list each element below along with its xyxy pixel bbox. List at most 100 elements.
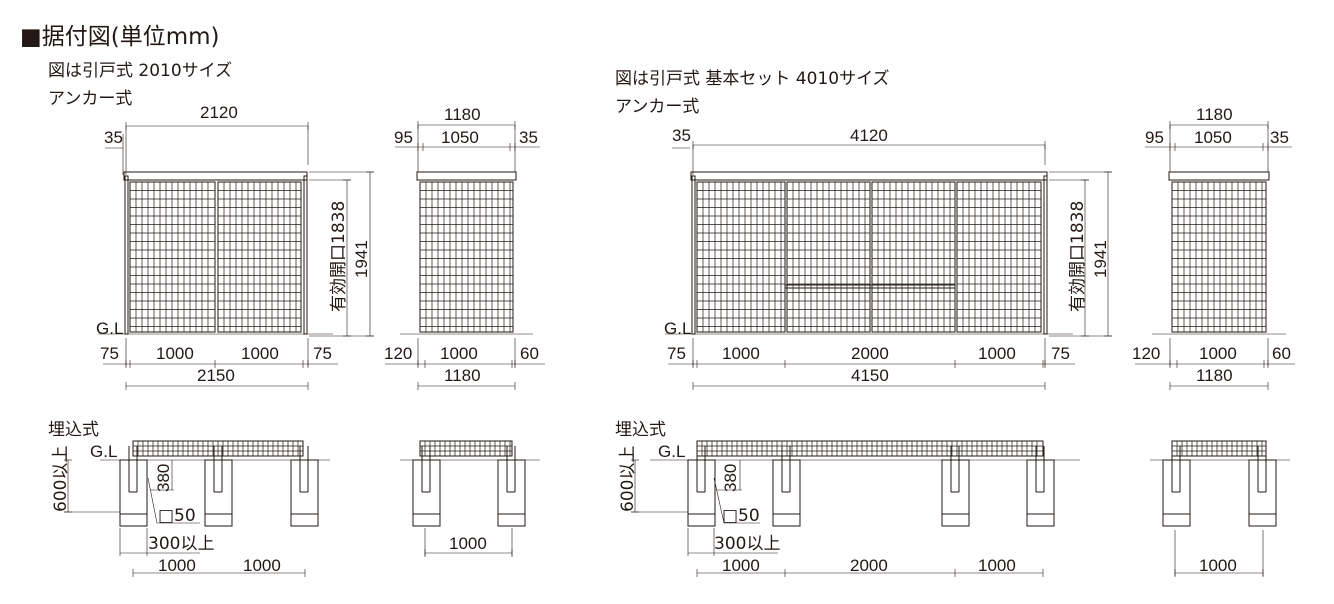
dim-label: 有効開口1838 — [1068, 201, 1088, 312]
dim-label: 1000 — [440, 344, 478, 363]
dim-label: 1000 — [722, 344, 760, 363]
dim-label: 35 — [1270, 128, 1289, 147]
post — [691, 175, 696, 335]
dim-label: 1000 — [449, 534, 487, 553]
footing-base — [772, 513, 801, 527]
dim-label: 600以上 — [618, 446, 638, 512]
buried-mesh — [419, 440, 513, 457]
concrete-footing — [941, 459, 970, 515]
concrete-footing — [687, 459, 716, 515]
dim-label: 1180 — [1196, 105, 1233, 124]
dim-label: 4150 — [851, 366, 889, 385]
dim-label: 35 — [672, 126, 691, 145]
rail-bar — [784, 284, 956, 289]
gate-panel — [696, 181, 786, 333]
dim-label: 1050 — [441, 128, 479, 147]
footing-base — [1248, 513, 1277, 527]
dim-label: 2150 — [197, 366, 235, 385]
concrete-footing — [497, 459, 526, 515]
footing-base — [119, 513, 148, 527]
dim-label: 1180 — [1196, 366, 1233, 385]
drawing-geometry — [64, 121, 1295, 577]
dim-label: 380 — [721, 464, 740, 492]
left-front-dimensions: 35 2120 有効開口1838 1941 G.L 75 1000 1000 7… — [96, 103, 371, 385]
concrete-footing — [1026, 459, 1055, 515]
left-anchor-label: アンカー式 — [48, 89, 132, 109]
buried-mesh — [696, 440, 1044, 457]
dim-label: 1000 — [156, 344, 194, 363]
right-buried-dimensions: 埋込式 G.L 600以上 380 □50 300以上 1000 2000 10… — [615, 420, 1237, 575]
top-rail — [1168, 171, 1270, 181]
dim-label: 2000 — [851, 344, 889, 363]
left-side-dimensions: 1180 95 1050 35 120 1000 60 1180 — [384, 105, 539, 385]
dim-label: 1180 — [444, 105, 481, 124]
post — [124, 175, 129, 335]
dim-label: □50 — [158, 506, 196, 526]
dim-label: 35 — [519, 128, 538, 147]
footing-base — [412, 513, 441, 527]
dim-label: 2120 — [200, 103, 238, 122]
concrete-footing — [412, 459, 441, 515]
dim-label: 1000 — [978, 556, 1016, 575]
dim-label: 1000 — [158, 556, 196, 575]
dim-label: 120 — [1132, 344, 1160, 363]
dimension-line — [147, 477, 158, 524]
gate-panel — [129, 181, 216, 333]
buried-label: 埋込式 — [48, 420, 99, 440]
gate-panel — [871, 181, 956, 333]
dim-label: 1000 — [978, 344, 1016, 363]
footing-base — [497, 513, 526, 527]
gl-label: G.L — [96, 319, 123, 338]
gl-label: G.L — [658, 442, 685, 461]
dim-label: 1000 — [241, 344, 279, 363]
concrete-footing — [290, 459, 319, 515]
post — [303, 175, 308, 335]
dim-label: 120 — [384, 344, 412, 363]
side-panel — [419, 181, 514, 333]
left-caption: 図は引戸式 2010サイズ — [48, 61, 232, 81]
dim-label: 75 — [1051, 344, 1070, 363]
dim-label: 95 — [1145, 128, 1164, 147]
footing-base — [941, 513, 970, 527]
concrete-footing — [204, 459, 233, 515]
dim-label: 有効開口1838 — [329, 201, 349, 312]
concrete-footing — [1162, 459, 1191, 515]
dim-label: 1000 — [1199, 344, 1237, 363]
dim-label: 1000 — [722, 556, 760, 575]
dim-label: 75 — [313, 344, 332, 363]
dim-label: 1180 — [444, 366, 481, 385]
dim-label: □50 — [722, 506, 760, 526]
footing-base — [290, 513, 319, 527]
dim-label: 380 — [154, 464, 173, 492]
dim-label: 95 — [394, 128, 413, 147]
dim-label: 75 — [667, 344, 686, 363]
dim-label: 35 — [104, 128, 123, 147]
dim-label: 1050 — [1194, 128, 1232, 147]
dim-label: 60 — [520, 344, 539, 363]
footing-base — [204, 513, 233, 527]
top-rail — [123, 171, 308, 181]
concrete-footing — [119, 459, 148, 515]
dim-label: 1941 — [1091, 240, 1110, 278]
right-anchor-label: アンカー式 — [615, 97, 699, 117]
footing-base — [1162, 513, 1191, 527]
page-title: ■据付図(単位mm) — [20, 24, 220, 50]
concrete-footing — [772, 459, 801, 515]
dim-label: 75 — [100, 344, 119, 363]
dim-label: 1000 — [1199, 556, 1237, 575]
dim-label: 4120 — [850, 126, 888, 145]
buried-label: 埋込式 — [615, 420, 666, 440]
right-caption: 図は引戸式 基本セット 4010サイズ — [615, 69, 890, 89]
dim-label: 60 — [1272, 344, 1291, 363]
right-side-dimensions: 1180 95 1050 35 120 1000 60 1180 — [1132, 105, 1291, 385]
footing-base — [1026, 513, 1055, 527]
gl-label: G.L — [664, 319, 691, 338]
dim-label: 2000 — [850, 556, 888, 575]
dim-label: 600以上 — [51, 446, 71, 512]
left-buried-dimensions: 埋込式 G.L 600以上 380 □50 300以上 1000 1000 10… — [48, 420, 487, 575]
top-rail — [416, 171, 517, 181]
top-rail — [690, 171, 1048, 181]
side-panel — [1171, 181, 1267, 333]
gate-panel — [217, 181, 302, 333]
